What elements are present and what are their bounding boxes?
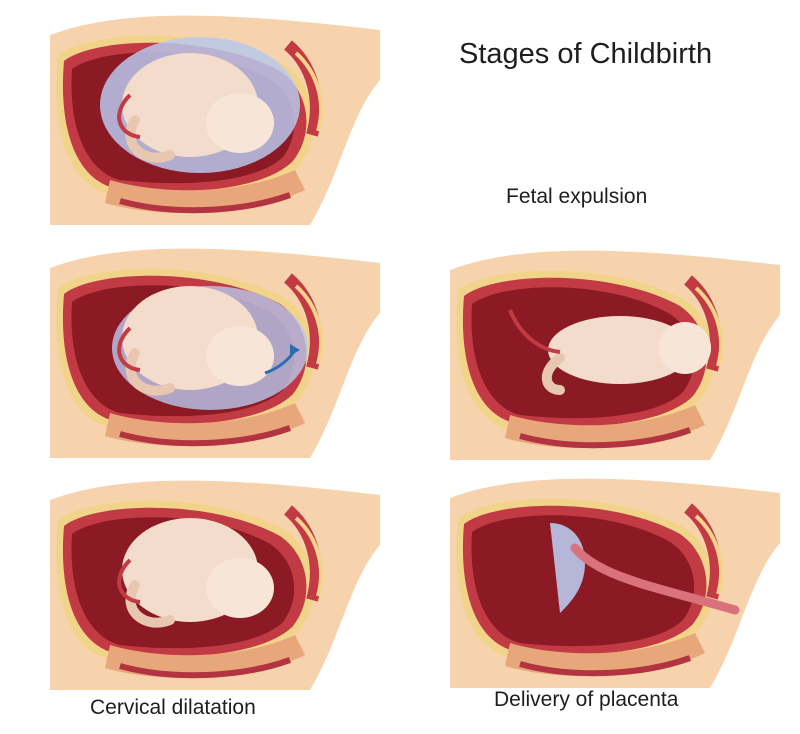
- stage-panel-waters-breaking: [50, 238, 380, 458]
- diagram-title: Stages of Childbirth: [459, 38, 713, 70]
- caption-cervical-dilatation: Cervical dilatation: [90, 696, 256, 719]
- stage-panel-expulsion: [450, 240, 780, 460]
- stage-panel-placenta: [450, 468, 780, 688]
- caption-fetal-expulsion: Fetal expulsion: [506, 185, 648, 208]
- caption-delivery-of-placenta: Delivery of placenta: [494, 688, 679, 711]
- stage-panel-early: [50, 5, 380, 225]
- stage-panel-dilatation: [50, 470, 380, 690]
